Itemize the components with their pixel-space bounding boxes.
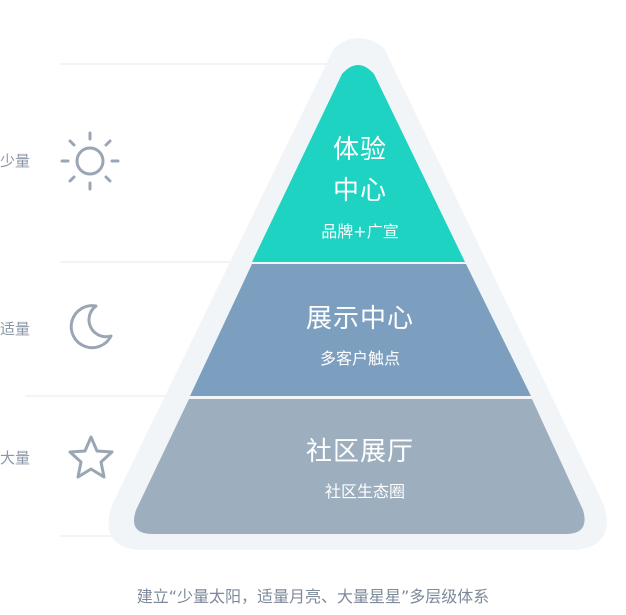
side-label-sun: 少量: [0, 152, 31, 170]
tier-bottom-subtitle: 社区生态圈: [324, 482, 405, 501]
sun-icon: [60, 131, 120, 191]
tier-middle-subtitle: 多客户触点: [319, 349, 400, 368]
tier-top-subtitle: 品牌+广宣: [321, 222, 399, 241]
tier-top-title-line-1: 体验: [332, 135, 387, 165]
star-icon: [68, 435, 114, 479]
tier-top-title-line-2: 中心: [332, 176, 387, 206]
side-label-star: 大量: [0, 449, 31, 467]
tier-bottom-title: 社区展厅: [305, 437, 414, 467]
tier-bottom-shape: [134, 399, 585, 534]
tier-top-shape: [252, 65, 465, 262]
diagram-caption: 建立“少量太阳，适量月亮、大量星星”多层级体系: [136, 587, 490, 606]
tier-middle-shape: [190, 264, 531, 396]
tier-middle-title: 展示中心: [305, 304, 414, 334]
moon-icon: [69, 304, 113, 350]
side-label-moon: 适量: [0, 320, 31, 338]
